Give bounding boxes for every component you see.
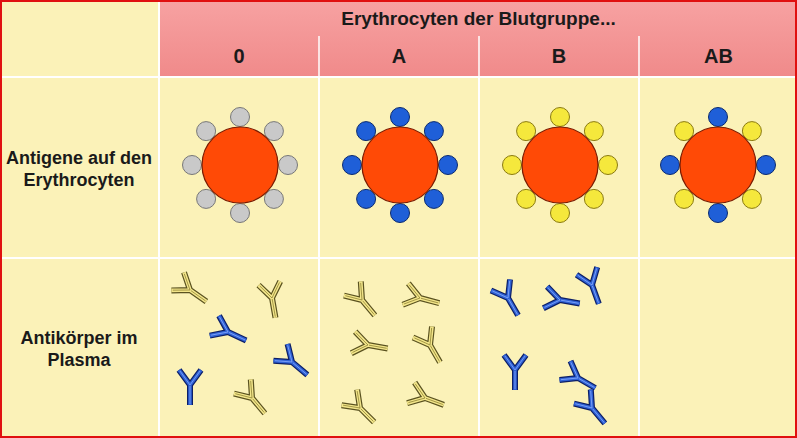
antigen: [231, 108, 250, 127]
antigen: [709, 204, 728, 223]
antigen: [599, 156, 618, 175]
antigen: [709, 108, 728, 127]
antigen: [503, 156, 522, 175]
antigen: [551, 204, 570, 223]
antigen: [661, 156, 680, 175]
column-header: 0: [160, 38, 318, 74]
column-header: A: [320, 38, 478, 74]
column-header: B: [480, 38, 638, 74]
antigen: [391, 108, 410, 127]
antigen: [279, 156, 298, 175]
antigen: [343, 156, 362, 175]
antigen: [183, 156, 202, 175]
antigen: [551, 108, 570, 127]
erythrocyte: [202, 127, 278, 203]
table-title: Erythrocyten der Blutgruppe...: [162, 4, 795, 34]
antigen: [439, 156, 458, 175]
row-header: Antikörper im Plasma: [4, 280, 154, 420]
erythrocyte: [522, 127, 598, 203]
erythrocyte: [680, 127, 756, 203]
erythrocyte: [362, 127, 438, 203]
row-header: Antigene auf den Erythrocyten: [4, 100, 154, 240]
antigen: [391, 204, 410, 223]
antigen: [231, 204, 250, 223]
column-header: AB: [640, 38, 797, 74]
antigen: [757, 156, 776, 175]
